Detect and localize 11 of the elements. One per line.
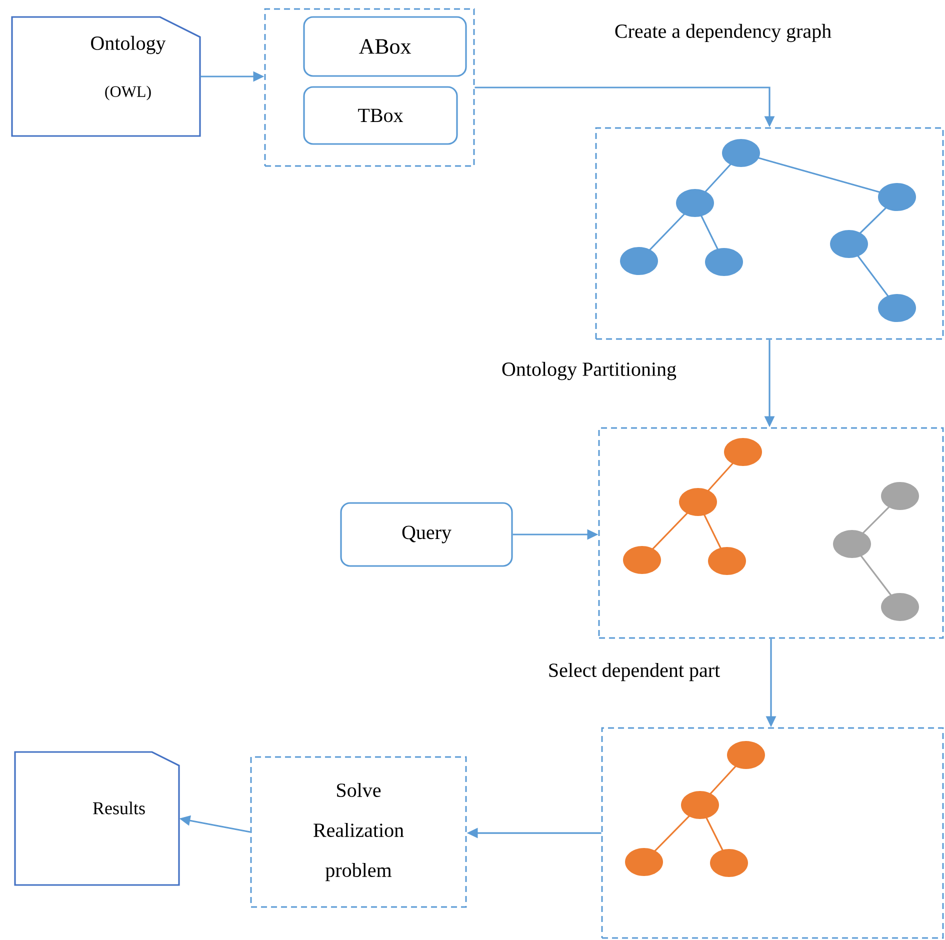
dashed-box [264, 8, 475, 167]
dashed-box [601, 727, 944, 939]
rounded-box: TBox [303, 86, 458, 145]
rounded-box: Query [340, 502, 513, 567]
dashed-box [598, 427, 944, 639]
edge-label: Ontology Partitioning [500, 360, 678, 382]
rounded-box: ABox [303, 16, 467, 77]
edge-label: Select dependent part [546, 662, 722, 682]
edge-label: Create a dependency graph [613, 22, 833, 44]
dashed-box [595, 127, 944, 340]
dashed-box: Solve Realization problem [250, 756, 467, 908]
